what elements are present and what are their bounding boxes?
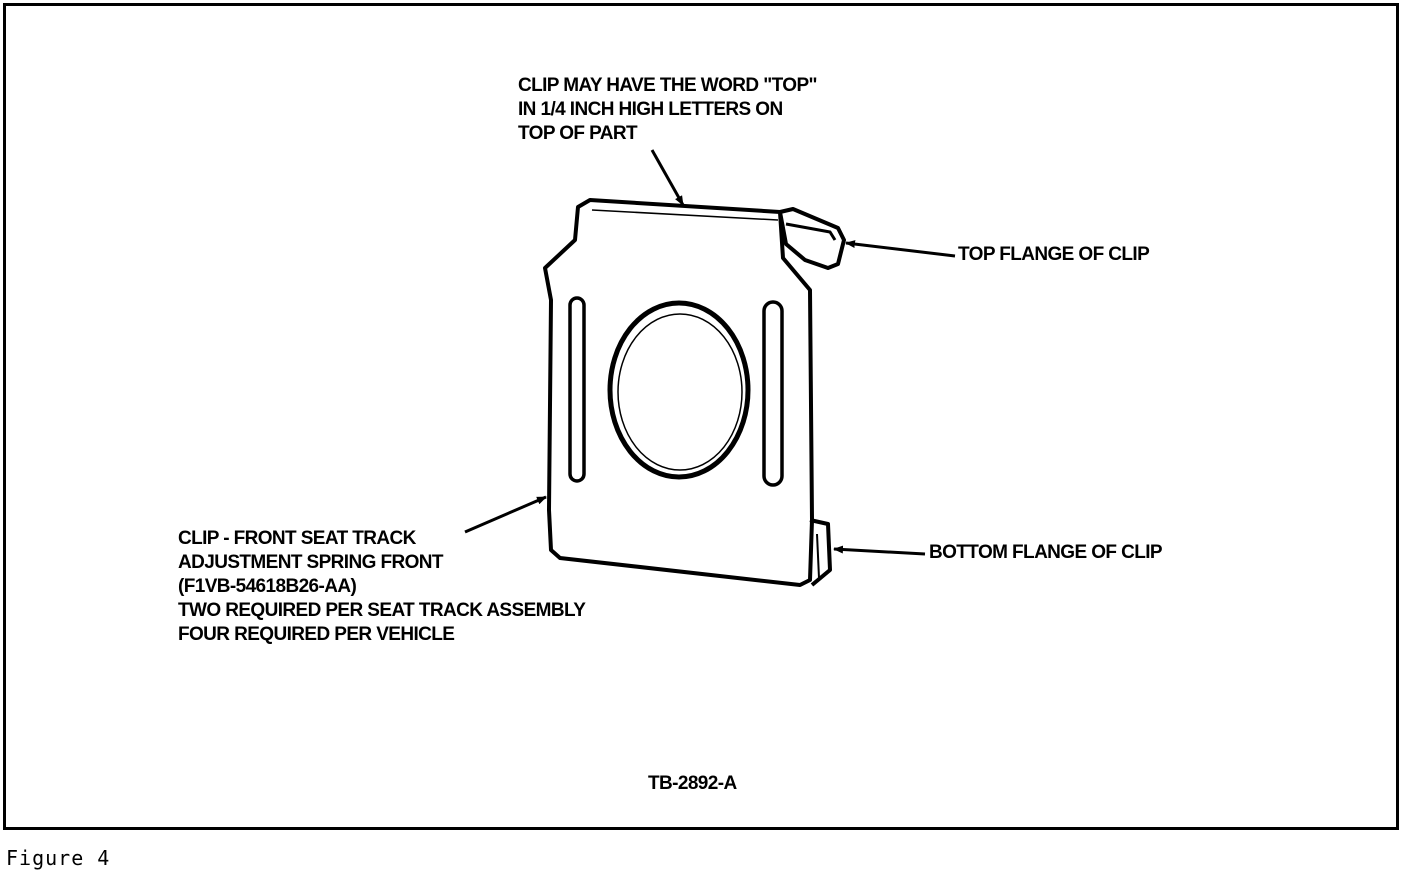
part-description-line-4: TWO REQUIRED PER SEAT TRACK ASSEMBLY: [178, 600, 586, 621]
center-hole-inner: [617, 313, 743, 471]
top-flange-fold: [785, 222, 837, 241]
top-flange: [778, 207, 846, 270]
top-note-line-1: CLIP MAY HAVE THE WORD "TOP": [518, 75, 818, 96]
part-description-line-5: FOUR REQUIRED PER VEHICLE: [178, 624, 455, 645]
bottom-flange-leader: [833, 545, 926, 556]
top-note-callout: CLIP MAY HAVE THE WORD "TOP" IN 1/4 INCH…: [518, 74, 818, 146]
figure-frame: [3, 3, 1399, 830]
top-flange-callout: TOP FLANGE OF CLIP: [958, 244, 1150, 265]
right-slot: [762, 300, 784, 487]
center-hole: [607, 300, 751, 480]
part-description-line-2: ADJUSTMENT SPRING FRONT: [178, 552, 443, 573]
bottom-flange-callout: BOTTOM FLANGE OF CLIP: [929, 542, 1163, 563]
top-flange-leader: [845, 240, 956, 258]
bottom-flange-inner: [816, 533, 820, 579]
left-slot: [568, 296, 586, 483]
part-description-line-3: (F1VB-54618B26-AA): [178, 576, 357, 597]
top-edge-detail: [591, 209, 779, 221]
part-description-leader: [464, 495, 547, 534]
top-note-leader: [650, 149, 685, 206]
drawing-number: TB-2892-A: [648, 773, 737, 794]
part-description-line-1: CLIP - FRONT SEAT TRACK: [178, 528, 416, 549]
top-note-line-3: TOP OF PART: [518, 123, 638, 144]
figure-caption: Figure 4: [6, 846, 111, 870]
bottom-flange: [809, 518, 832, 587]
top-note-line-2: IN 1/4 INCH HIGH LETTERS ON: [518, 99, 783, 120]
part-description-callout: CLIP - FRONT SEAT TRACK ADJUSTMENT SPRIN…: [178, 527, 586, 647]
